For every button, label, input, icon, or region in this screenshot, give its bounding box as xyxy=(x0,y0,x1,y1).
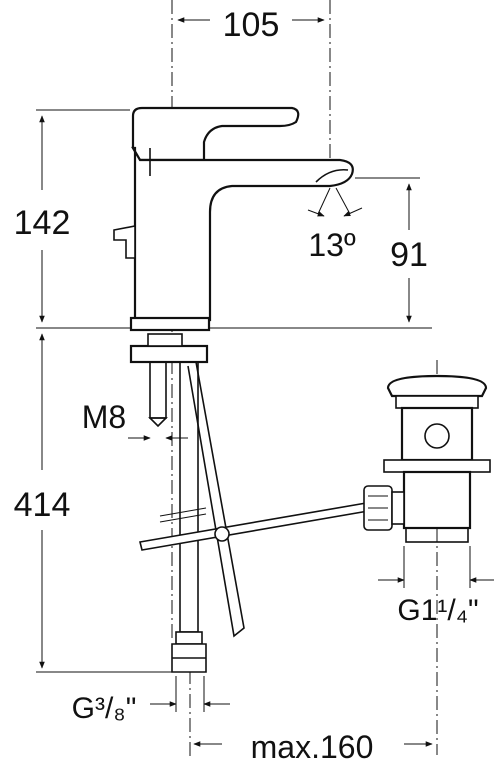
waste-body xyxy=(400,406,474,462)
waste-tail xyxy=(402,470,472,530)
linkage-boss xyxy=(391,491,405,525)
spout-height-dimension: 91 xyxy=(355,177,428,323)
stud-tip xyxy=(148,417,168,428)
linkage-clip xyxy=(214,526,230,542)
flexible-hoses xyxy=(159,361,245,673)
spout xyxy=(131,146,354,322)
fixing-nut xyxy=(129,344,209,364)
m8-label: M8 xyxy=(82,399,126,435)
braided-hose xyxy=(179,361,199,633)
spout-angle-dimension: 13º xyxy=(307,187,363,263)
waste-valve xyxy=(363,374,491,543)
body-height-label: 142 xyxy=(14,204,71,242)
waste-offset-dimension: max.160 xyxy=(193,729,433,765)
inlet-thread-dimension: G³/₈" xyxy=(72,676,230,725)
waste-thread-dimension: G1¹/₄" xyxy=(378,546,494,627)
washer xyxy=(147,333,183,347)
waste-thread-label: G1¹/₄" xyxy=(397,594,478,627)
inlet-thread-label: G³/₈" xyxy=(72,692,137,725)
pop-up-linkage xyxy=(139,501,375,551)
aerator xyxy=(315,168,349,183)
threaded-stud xyxy=(149,361,167,419)
second-hose xyxy=(187,361,245,638)
mounting-assembly: M8 xyxy=(82,333,209,441)
reach-label: 105 xyxy=(223,6,280,44)
reach-dimension: 105 xyxy=(177,6,325,44)
hose-ferrule xyxy=(175,631,203,645)
linkage-rod xyxy=(139,501,375,551)
below-counter-label: 414 xyxy=(14,486,71,524)
pop-up-rod xyxy=(113,225,136,259)
waste-slot xyxy=(424,423,450,449)
waste-offset-label: max.160 xyxy=(251,729,374,765)
waste-thread xyxy=(405,527,469,543)
spout-height-label: 91 xyxy=(390,236,428,274)
below-counter-dimension: 414 xyxy=(14,333,172,673)
waste-cap xyxy=(386,374,488,398)
faucet-body xyxy=(113,106,354,332)
body-height-dimension: 142 xyxy=(14,109,130,323)
waste-nut xyxy=(383,459,491,473)
lever-handle xyxy=(131,106,300,162)
inlet-nut xyxy=(171,643,207,673)
base-flange xyxy=(129,316,211,332)
spout-angle-label: 13º xyxy=(308,227,356,263)
waste-flange xyxy=(395,395,479,409)
